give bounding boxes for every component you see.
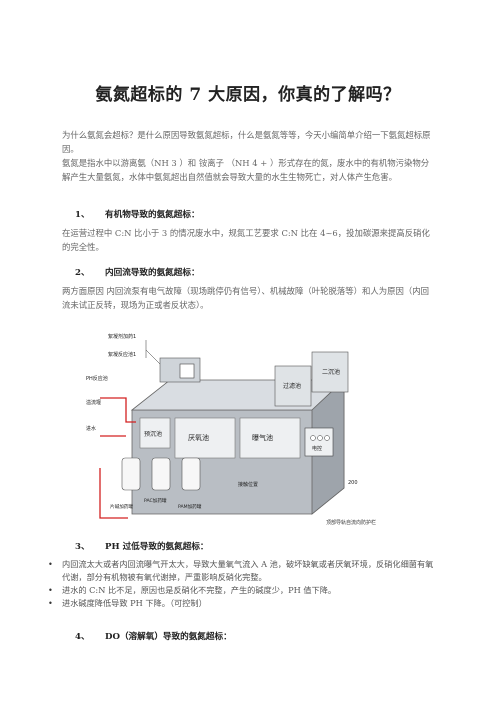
- label-aeration: 曝气池: [252, 433, 273, 442]
- figure-caption: 顶部导轨自流向防护栏: [326, 519, 376, 526]
- section-heading-text: DO（溶解氧）导致的氨氮超标：: [105, 632, 232, 642]
- document-title: 氨氮超标的 7 大原因，你真的了解吗？: [95, 85, 401, 105]
- dosing-tank-2: [151, 457, 171, 491]
- section-heading-2: 2、 内回流导致的氨氮超标：: [75, 266, 200, 278]
- section-number: 3、: [75, 542, 90, 552]
- bullet-list: 内回流太大或者内回流曝气开太大，导致大量氧气流入 A 池，破坏缺氧或者厌氧环境，…: [48, 558, 438, 610]
- section-heading-text: PH 过低导致的氨氮超标：: [105, 542, 209, 552]
- section-heading-3: 3、 PH 过低导致的氨氮超标：: [75, 540, 209, 552]
- dosing-tank-1: [121, 457, 141, 491]
- label-electric-control: 电控: [312, 445, 322, 452]
- section-2-text: 两方面原因 内回流泵有电气故障（现场跳停仍有信号）、机械故障（叶轮脱落等）和人为…: [62, 286, 429, 310]
- label-flocculation-tank: 絮凝反应池1: [108, 351, 136, 358]
- intro-paragraph: 为什么氨氮会超标？是什么原因导致氨氮超标，什么是氨氮等等，今天小编简单介绍一下氨…: [62, 130, 431, 154]
- label-presettling: 预沉池: [144, 430, 162, 438]
- label-secondary-clarifier: 二沉池: [322, 368, 340, 376]
- label-pac-tank: PAC加药罐: [144, 497, 167, 504]
- section-heading-1: 1、 有机物导致的氨氮超标：: [75, 208, 200, 220]
- definition-paragraph: 氨氮是指水中以游离氨（NH 3 ）和 铵离子 （NH 4 + ）形式存在的氮，废…: [62, 158, 430, 182]
- section-1-text: 在运营过程中 C:N 比小于 3 的情况废水中，规氮工艺要求 C:N 比在 4~…: [62, 228, 430, 252]
- label-flocculant-dose: 絮凝剂加药1: [108, 333, 136, 340]
- section-number: 4、: [75, 632, 90, 642]
- inlet-pipe: [100, 397, 136, 423]
- compartment-3: [239, 417, 301, 459]
- label-overflow: 溢流堰: [86, 399, 101, 406]
- treatment-plant-figure: 絮凝剂加药1 絮凝反应池1 PH反应池 溢流堰 进水 预沉池 厌氧池 曝气池 二…: [86, 333, 376, 526]
- label-anaerobic: 厌氧池: [188, 433, 209, 442]
- label-alkali-tank: 片碱加药罐: [110, 503, 133, 510]
- section-number: 2、: [75, 268, 90, 278]
- section-heading-4: 4、 DO（溶解氧）导致的氨氮超标：: [75, 630, 232, 642]
- label-dimension: 200: [348, 480, 358, 486]
- compartment-1: [139, 417, 171, 449]
- list-item: 进水碱度降低导致 PH 下降。（可控制）: [48, 597, 438, 610]
- section-heading-text: 有机物导致的氨氮超标：: [105, 210, 200, 220]
- dosing-tank-3: [181, 457, 201, 491]
- section-number: 1、: [75, 210, 90, 220]
- compartment-2: [174, 417, 236, 459]
- label-pam-tank: PAM加药罐: [178, 503, 202, 510]
- dosing-pipe: [99, 468, 128, 519]
- control-box: [304, 427, 334, 457]
- label-filter: 过滤池: [283, 382, 301, 390]
- label-contact-position: 接触位置: [238, 481, 258, 488]
- label-inlet: 进水: [86, 425, 96, 432]
- label-ph-tank: PH反应池: [86, 375, 108, 382]
- list-item: 内回流太大或者内回流曝气开太大，导致大量氧气流入 A 池，破坏缺氧或者厌氧环境，…: [48, 558, 438, 584]
- list-item: 进水的 C:N 比不足，原因也是反硝化不完整，产生的碱度少，PH 值下降。: [48, 584, 438, 597]
- secondary-clarifier: [311, 351, 349, 393]
- filter-tank: [274, 365, 312, 407]
- section-heading-text: 内回流导致的氨氮超标：: [105, 268, 200, 278]
